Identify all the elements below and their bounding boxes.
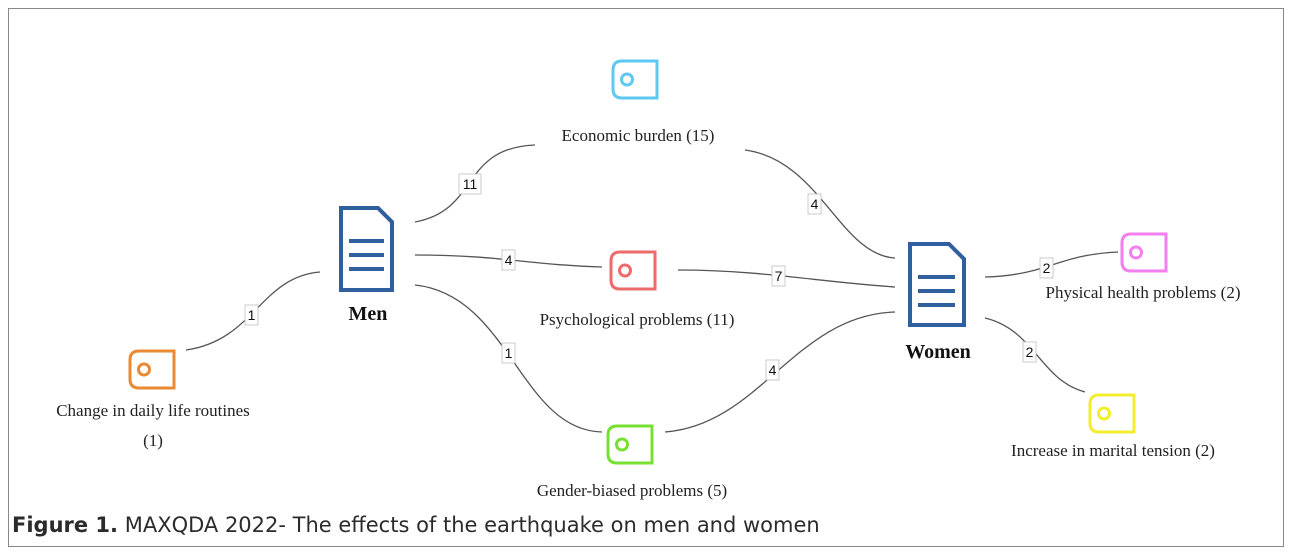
code-tag-icon — [609, 250, 657, 291]
code-label: Economic burden (15) — [562, 126, 715, 145]
document-icon — [908, 242, 966, 327]
code-label: Increase in marital tension (2) — [1011, 441, 1215, 460]
code-physical-health-problems: Physical health problems (2) — [1046, 232, 1241, 302]
code-gender-biased-problems: Gender-biased problems (5) — [537, 424, 727, 500]
svg-text:4: 4 — [811, 196, 819, 212]
men-document-node: Men — [339, 206, 394, 325]
edges — [185, 144, 1119, 433]
svg-text:1: 1 — [248, 307, 256, 323]
code-increase-marital-tension: Increase in marital tension (2) — [1011, 393, 1215, 460]
edge-weight-women-physical: 2 — [1039, 257, 1054, 279]
edge-women-psychological — [677, 269, 896, 288]
svg-text:4: 4 — [769, 362, 777, 378]
figure-caption: Figure 1. MAXQDA 2022- The effects of th… — [12, 513, 820, 537]
svg-text:2: 2 — [1026, 344, 1034, 360]
code-change-daily-routines: Change in daily life routines (1) — [56, 349, 250, 450]
caption-text: MAXQDA 2022- The effects of the earthqua… — [118, 513, 820, 537]
edge-women-gender — [664, 311, 896, 433]
women-document-node: Women — [905, 242, 971, 363]
edge-weight-men-gender: 1 — [501, 342, 516, 364]
edge-weight-women-psychological: 7 — [771, 265, 786, 287]
women-label: Women — [905, 341, 971, 363]
svg-text:2: 2 — [1043, 260, 1051, 276]
code-label-line2: (1) — [143, 431, 163, 450]
code-economic-burden: Economic burden (15) — [562, 59, 715, 145]
edge-weight-women-economic: 4 — [807, 193, 822, 215]
edge-weight-men-daily: 1 — [244, 304, 259, 326]
men-label: Men — [349, 303, 388, 325]
code-label: Gender-biased problems (5) — [537, 481, 727, 500]
code-tag-icon — [128, 349, 176, 390]
code-label: Psychological problems (11) — [540, 310, 735, 329]
svg-text:11: 11 — [463, 176, 478, 192]
svg-text:1: 1 — [505, 345, 513, 361]
edge-weight-women-gender: 4 — [765, 359, 780, 381]
edge-weight-men-economic: 11 — [458, 173, 482, 195]
code-tag-icon — [606, 424, 654, 465]
code-tag-icon — [1088, 393, 1136, 434]
document-icon — [339, 206, 394, 292]
edge-women-economic — [744, 149, 896, 259]
svg-text:7: 7 — [775, 268, 783, 284]
code-tag-icon — [611, 59, 659, 100]
code-psychological-problems: Psychological problems (11) — [540, 250, 735, 329]
code-label-line1: Change in daily life routines — [56, 401, 250, 420]
code-tag-icon — [1120, 232, 1168, 273]
edge-weight-men-psychological: 4 — [501, 249, 516, 271]
edge-weight-women-marital: 2 — [1022, 341, 1037, 363]
figure-number: Figure 1. — [12, 513, 119, 537]
edge-weights: 1 11 4 1 4 7 4 2 — [244, 173, 1054, 381]
code-label: Physical health problems (2) — [1046, 283, 1241, 302]
edge-women-marital — [984, 317, 1086, 393]
svg-text:4: 4 — [505, 252, 513, 268]
